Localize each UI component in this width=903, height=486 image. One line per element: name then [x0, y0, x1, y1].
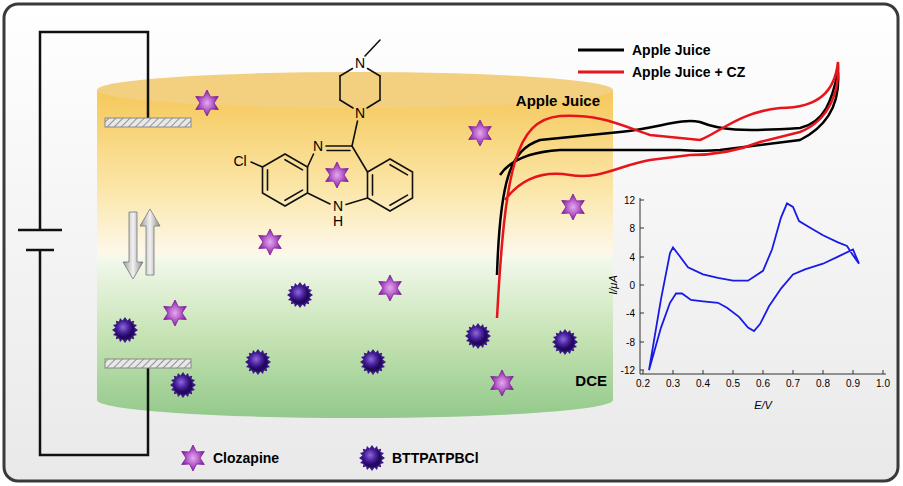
legend-text: BTTPATPBCl: [392, 450, 479, 466]
atom-label: N: [355, 55, 365, 71]
legend-text: Apple Juice + CZ: [632, 64, 745, 80]
tick-label: 0.3: [666, 378, 680, 389]
tick-label: 0.4: [696, 378, 710, 389]
legend-sample: [578, 71, 624, 74]
tick-label: 0.6: [756, 378, 770, 389]
legend-text: Clozapine: [213, 450, 279, 466]
atom-label: H: [333, 213, 343, 229]
axis-title: E/V: [754, 399, 772, 411]
legend-text: Apple Juice: [632, 42, 711, 58]
tick-label: -4: [626, 308, 635, 319]
tick-label: -12: [621, 365, 635, 376]
legend-sample: [359, 445, 385, 471]
atom-label: N: [333, 198, 343, 214]
phase-region: Apple Juice: [97, 72, 613, 245]
tick-label: 0.8: [816, 378, 830, 389]
axis-title: I/μA: [607, 275, 619, 294]
phase-region: DCE: [97, 245, 613, 418]
tick-label: 1.0: [876, 378, 890, 389]
tick-label: -8: [626, 336, 635, 347]
atom-label: N: [355, 105, 365, 121]
tick-label: 0: [629, 280, 635, 291]
tick-label: 0.5: [726, 378, 740, 389]
tick-label: 0.2: [636, 378, 650, 389]
tick-label: 4: [629, 251, 635, 262]
legend-sample: [578, 49, 624, 52]
tick-label: 12: [624, 194, 635, 205]
tick-label: 8: [629, 223, 635, 234]
phase-label: Apple Juice: [516, 92, 600, 109]
tick-label: 0.9: [846, 378, 860, 389]
tick-label: 0.7: [786, 378, 800, 389]
phase-label: DCE: [575, 372, 607, 389]
atom-label: N: [313, 138, 323, 154]
atom-label: Cl: [233, 153, 246, 169]
legend-sample: [182, 445, 205, 471]
